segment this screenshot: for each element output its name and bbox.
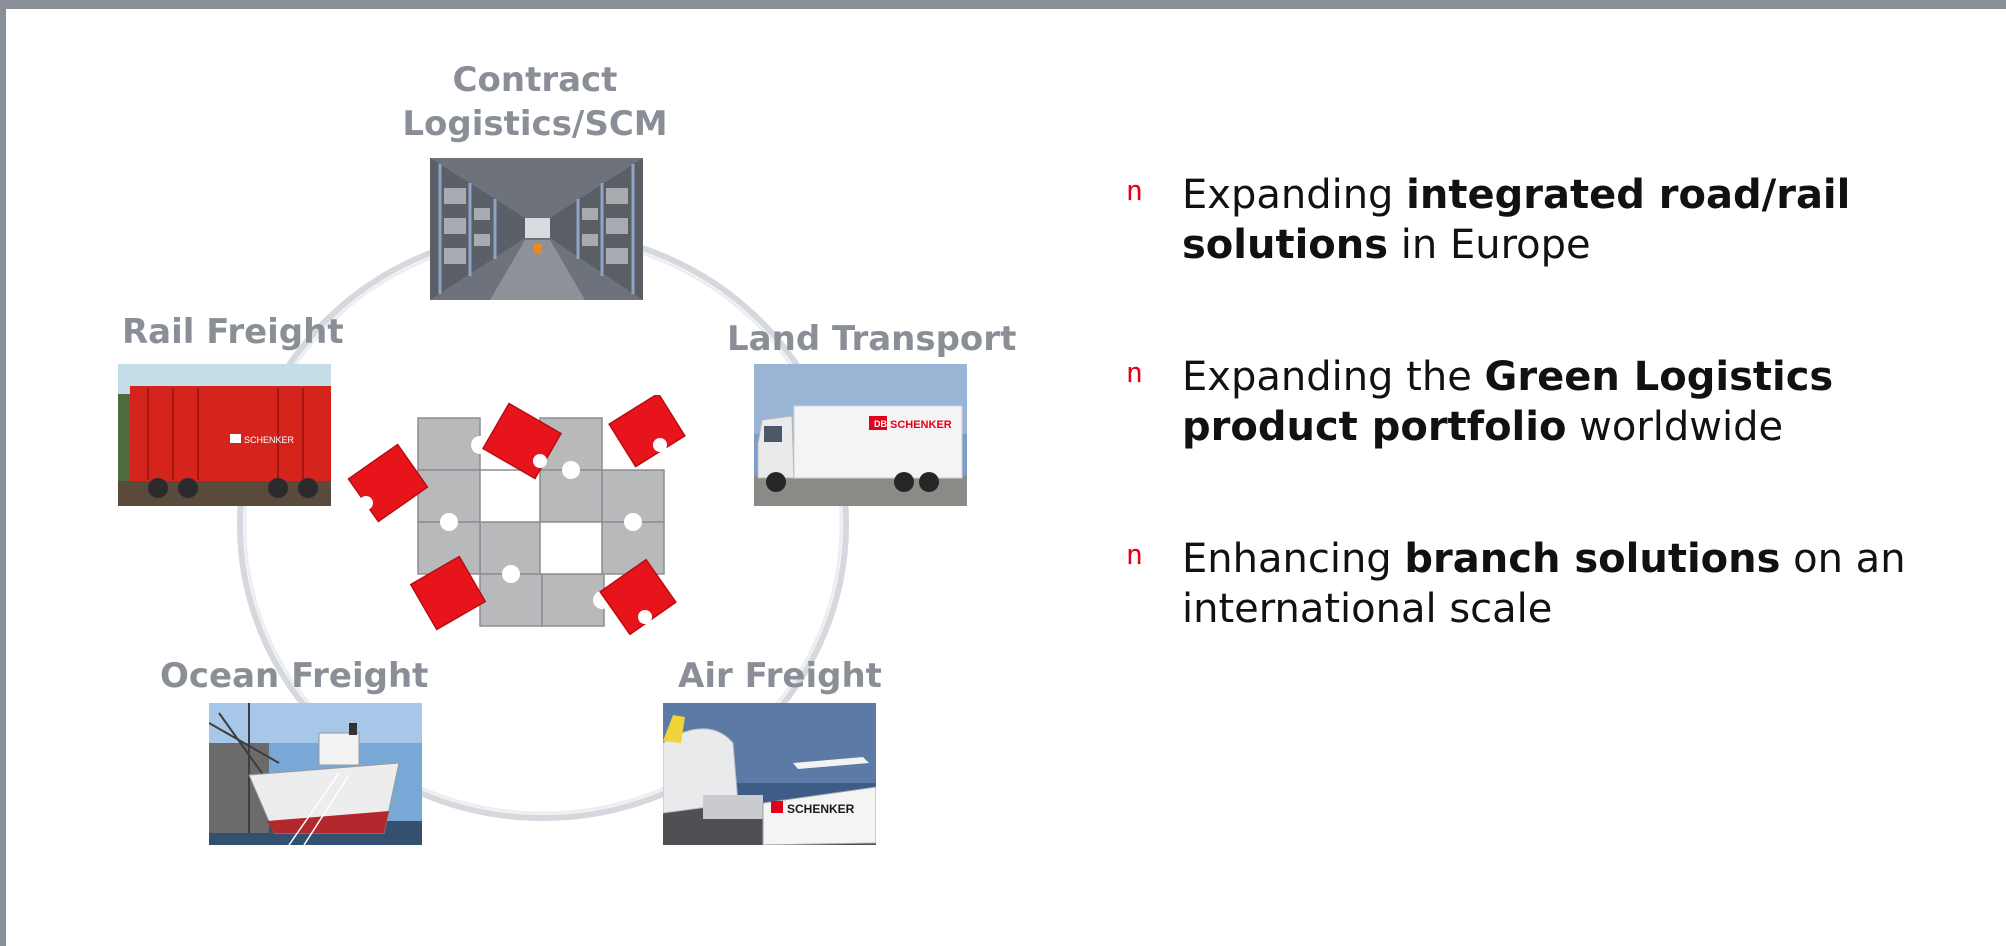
svg-text:DB: DB	[874, 419, 887, 429]
rail-freight-label: Rail Freight	[122, 312, 344, 352]
bullet-item: n Expanding the Green Logistics product …	[1120, 352, 1980, 452]
rail-wagon-photo: SCHENKER	[118, 364, 331, 506]
bullet-item: n Expanding integrated road/rail solutio…	[1120, 170, 1980, 270]
puzzle-icon	[340, 392, 700, 639]
bullet-text: Expanding the Green Logistics product po…	[1182, 354, 1834, 450]
service-diagram: Contract Logistics/SCM Rail Freight Land…	[118, 60, 1017, 845]
bullet-marker: n	[1126, 538, 1143, 571]
air-freight-photo: SCHENKER	[663, 703, 876, 845]
contract-logistics-label: Contract Logistics/SCM	[402, 60, 668, 144]
ocean-ship-photo	[209, 703, 422, 845]
truck-photo: DB SCHENKER	[754, 364, 967, 506]
air-logo-text: SCHENKER	[787, 802, 855, 816]
ocean-freight-label: Ocean Freight	[160, 656, 429, 696]
wagon-logo-text: SCHENKER	[244, 435, 295, 445]
bullet-item: n Enhancing branch solutions on an inter…	[1120, 534, 1980, 634]
bullet-marker: n	[1126, 356, 1143, 389]
warehouse-photo	[430, 158, 643, 300]
top-border	[0, 0, 2006, 9]
bullet-marker: n	[1126, 174, 1143, 207]
bullet-text: Enhancing branch solutions on an interna…	[1182, 536, 1906, 632]
air-freight-label: Air Freight	[678, 656, 882, 696]
truck-logo-text: SCHENKER	[890, 419, 952, 431]
land-transport-label: Land Transport	[727, 319, 1017, 359]
left-border	[0, 0, 6, 946]
bullet-text: Expanding integrated road/rail solutions…	[1182, 172, 1851, 268]
bullet-list: n Expanding integrated road/rail solutio…	[1120, 170, 1980, 716]
